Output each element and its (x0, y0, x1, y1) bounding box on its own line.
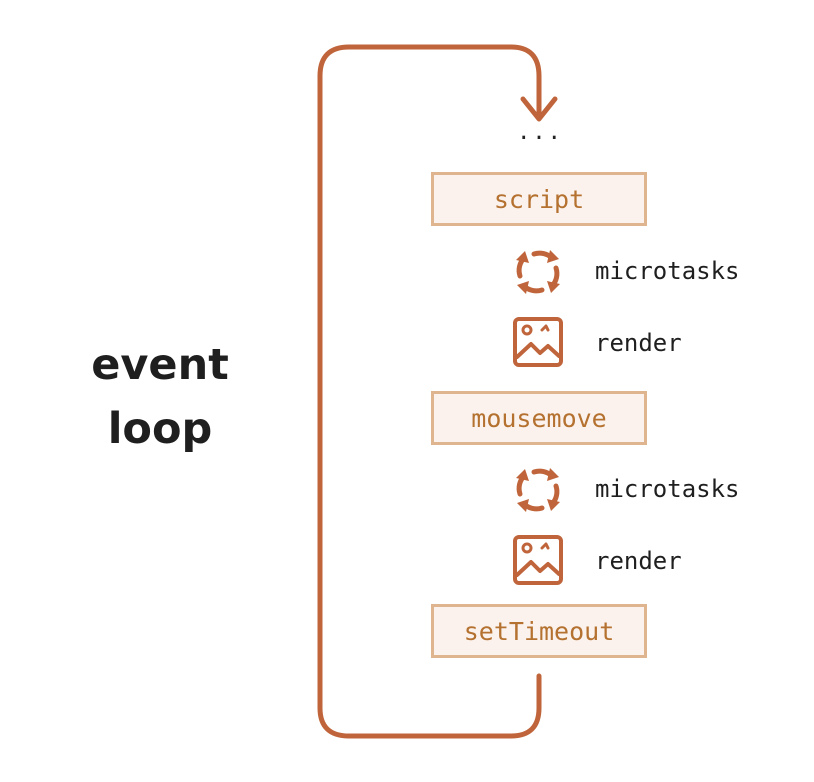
loop-arrow-path (317, 44, 542, 739)
image-render-icon (513, 317, 563, 367)
step-label-microtasks: microtasks (595, 257, 740, 285)
loop-arrow-head (520, 96, 558, 122)
refresh-cycle-icon (516, 468, 560, 512)
task-settimeout: setTimeout (431, 604, 647, 658)
step-label-render: render (595, 329, 682, 357)
image-render-icon (513, 535, 563, 585)
task-script: script (431, 172, 647, 226)
task-mousemove: mousemove (431, 391, 647, 445)
refresh-cycle-icon (516, 250, 560, 294)
step-label-render: render (595, 547, 682, 575)
ellipsis: ... (517, 120, 563, 145)
title-line-loop: loop (107, 404, 213, 454)
step-label-microtasks: microtasks (595, 475, 740, 503)
title-line-event: event (91, 340, 229, 390)
